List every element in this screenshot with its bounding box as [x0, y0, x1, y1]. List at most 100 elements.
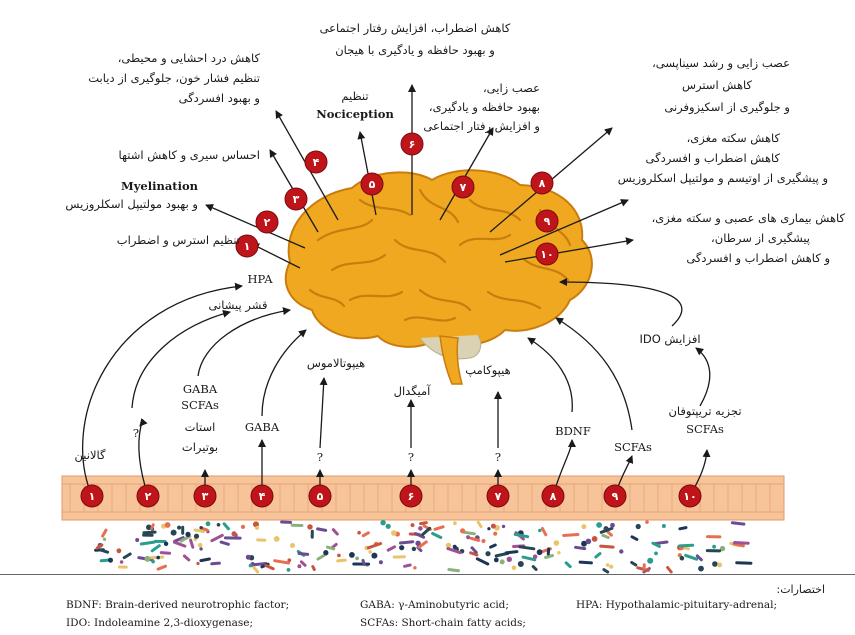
effect-2-term: Myelination — [30, 178, 198, 195]
bacterium — [460, 528, 465, 533]
effect-10-line-3: و کاهش اضطراب و افسردگی — [600, 250, 830, 267]
node-10-tryptophan: تجزیه تریپتوفان — [660, 404, 750, 419]
bacterium — [520, 547, 534, 549]
node-8-bdnf: BDNF — [546, 424, 600, 439]
bacterium — [610, 523, 615, 528]
bacterium — [144, 532, 155, 533]
bacterium — [103, 538, 106, 541]
bacterium — [606, 563, 610, 567]
effect-6-line-2: و بهبود حافظه و یادگیری با هیجان — [280, 42, 550, 59]
bacterium — [449, 570, 459, 571]
bacterium — [297, 564, 301, 568]
bacterium — [411, 523, 415, 527]
bacterium — [307, 524, 312, 529]
bacterium — [586, 539, 592, 545]
bacterium — [101, 550, 108, 552]
bacterium — [156, 556, 160, 560]
abbreviations-section: اختصارات: BDNF: Brain-derived neurotroph… — [0, 574, 855, 635]
bacterium — [518, 561, 524, 567]
bacterium — [158, 566, 165, 569]
bacterium — [662, 524, 666, 528]
bacterium — [506, 552, 517, 553]
effect-9-line-1: کاهش سکته مغزی، — [600, 130, 780, 147]
bacterium — [542, 528, 545, 534]
badge-gut-1-label: ۱ — [89, 490, 96, 503]
bacterium — [301, 562, 305, 566]
bacterium — [554, 540, 560, 546]
bacterium — [493, 532, 497, 536]
bacterium — [735, 543, 749, 544]
effect-5-line-1: تنظیم — [300, 88, 410, 105]
bacterium — [601, 546, 613, 547]
bacterium — [368, 550, 372, 554]
bacterium — [164, 542, 168, 546]
bacterium — [313, 567, 315, 570]
bacterium — [349, 552, 355, 558]
bacterium — [368, 544, 380, 548]
effect-9-line-2: کاهش اضطراب و افسردگی — [600, 150, 780, 167]
bacterium — [141, 542, 154, 544]
effect-1: تنظیم استرس و اضطراب — [40, 232, 240, 249]
bacterium — [185, 532, 190, 537]
bacterium — [592, 536, 598, 542]
badge-gut-5-label: ۵ — [317, 490, 324, 503]
effect-8-line-3: و جلوگیری از اسکیزوفرنی — [600, 99, 790, 116]
bacterium — [645, 520, 649, 524]
bacterium — [151, 560, 155, 564]
bacterium — [290, 543, 295, 548]
bacterium — [117, 548, 122, 553]
bacterium — [201, 559, 210, 561]
abbr-gaba: GABA: γ-Aminobutyric acid; — [360, 599, 509, 611]
bacterium — [481, 539, 485, 543]
abbr-scfas: SCFAs: Short-chain fatty acids; — [360, 617, 526, 629]
bacterium — [318, 529, 326, 531]
bacterium — [212, 535, 222, 540]
bacterium — [198, 543, 203, 548]
bacterium — [363, 533, 368, 536]
node-3-scfas: SCFAs — [170, 398, 230, 413]
bacterium — [435, 527, 443, 530]
bacterium — [371, 553, 377, 559]
bacterium — [596, 522, 602, 528]
node-6-unknown: ? — [401, 450, 421, 465]
node-4-gaba: GABA — [234, 420, 290, 435]
bacterium — [680, 545, 693, 546]
bacterium — [413, 566, 416, 569]
bacterium — [546, 556, 553, 558]
bacterium — [576, 547, 585, 548]
bacterium — [232, 531, 237, 536]
bacterium — [680, 556, 685, 561]
bacterium — [580, 562, 591, 563]
bacterium — [401, 542, 413, 543]
bacterium — [557, 551, 560, 554]
bacterium — [337, 554, 341, 558]
bacterium — [274, 536, 280, 542]
node-5-unknown: ? — [310, 450, 330, 465]
bacterium — [668, 568, 672, 573]
bacterium — [712, 545, 716, 549]
bacterium — [485, 551, 490, 556]
node-hypothalamus: هیپوتالاموس — [298, 356, 374, 371]
bacterium — [491, 524, 496, 529]
bacterium — [357, 531, 361, 535]
bacterium — [212, 563, 220, 564]
node-prefrontal-cortex: قشر پیشانی — [198, 298, 278, 313]
effect-6-line-1: کاهش اضطراب، افزایش رفتار اجتماعی — [280, 20, 550, 37]
bacterium — [491, 545, 496, 547]
gut-microbiota — [96, 520, 751, 572]
abbr-hpa: HPA: Hypothalamic-pituitary-adrenal; — [576, 599, 777, 611]
node-ido-increase: افزایش IDO — [630, 332, 710, 347]
effect-4-line-3: و بهبود افسردگی — [50, 90, 260, 107]
bacterium — [194, 534, 199, 539]
intestinal-wall — [62, 476, 784, 520]
bacterium — [405, 565, 411, 566]
bacterium — [165, 522, 171, 528]
abbreviations-heading: اختصارات: — [777, 583, 826, 596]
bacterium — [388, 547, 394, 550]
node-10-scfas: SCFAs — [672, 422, 738, 437]
badge-effect-6-label: ۶ — [409, 138, 416, 151]
bacterium — [636, 524, 641, 529]
bacterium — [399, 545, 404, 550]
badge-effect-8-label: ۸ — [539, 177, 546, 190]
bacterium — [108, 558, 113, 563]
